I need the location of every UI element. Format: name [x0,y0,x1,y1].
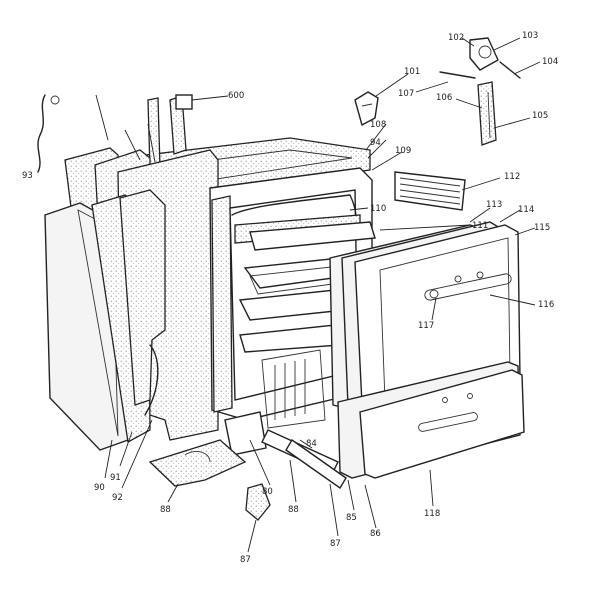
callout-80: 80 [262,487,273,497]
base-plate-91 [148,439,247,487]
callout-90: 87 [240,555,251,565]
callout-117: 117 [418,321,434,331]
callout-85: 85 [346,513,357,523]
callout-104: 104 [542,57,558,67]
callout-113: 113 [486,200,502,210]
bracket-101 [354,91,379,126]
callout-115: 115 [534,223,550,233]
callout-88: 88 [288,505,299,515]
callout-105: 105 [532,111,548,121]
hanging-cord-97 [37,94,60,173]
callout-86: 86 [370,529,381,539]
callout-107: 107 [398,89,414,99]
callout-106: 106 [436,93,452,103]
callout-91: 88 [160,505,171,515]
callout-109: 109 [395,146,411,156]
callout-87: 87 [330,539,341,549]
upper-door-panels [329,221,521,411]
rear-frame-posts [147,94,193,171]
callout-94: 92 [112,493,123,503]
callout-114: 114 [518,205,534,215]
callout-112: 112 [504,172,520,182]
callout-101: 101 [404,67,420,77]
base-rails [224,411,347,490]
callout-92: 90 [94,483,105,493]
callout-93: 91 [110,473,121,483]
clip-90 [245,483,271,521]
callout-84: 84 [306,439,317,449]
left-front-panels [44,189,166,451]
callout-103: 103 [522,31,538,41]
callout-108: 108 [370,120,386,130]
callout-111: 111 [472,221,488,231]
vent-grille-112 [394,171,466,211]
callout-116: 116 [538,300,554,310]
callout-labels: 600 108 94 109 110 111 112 113 114 115 1… [22,31,558,565]
callout-110: 110 [370,204,386,214]
callout-98: 94 [370,138,381,148]
leader-lines [95,37,541,553]
callout-97: 93 [22,171,33,181]
callout-600: 600 [228,91,244,101]
callout-118: 118 [424,509,440,519]
callout-102: 102 [448,33,464,43]
hinge-assembly [439,37,521,146]
lower-drawer-panel [337,361,525,479]
